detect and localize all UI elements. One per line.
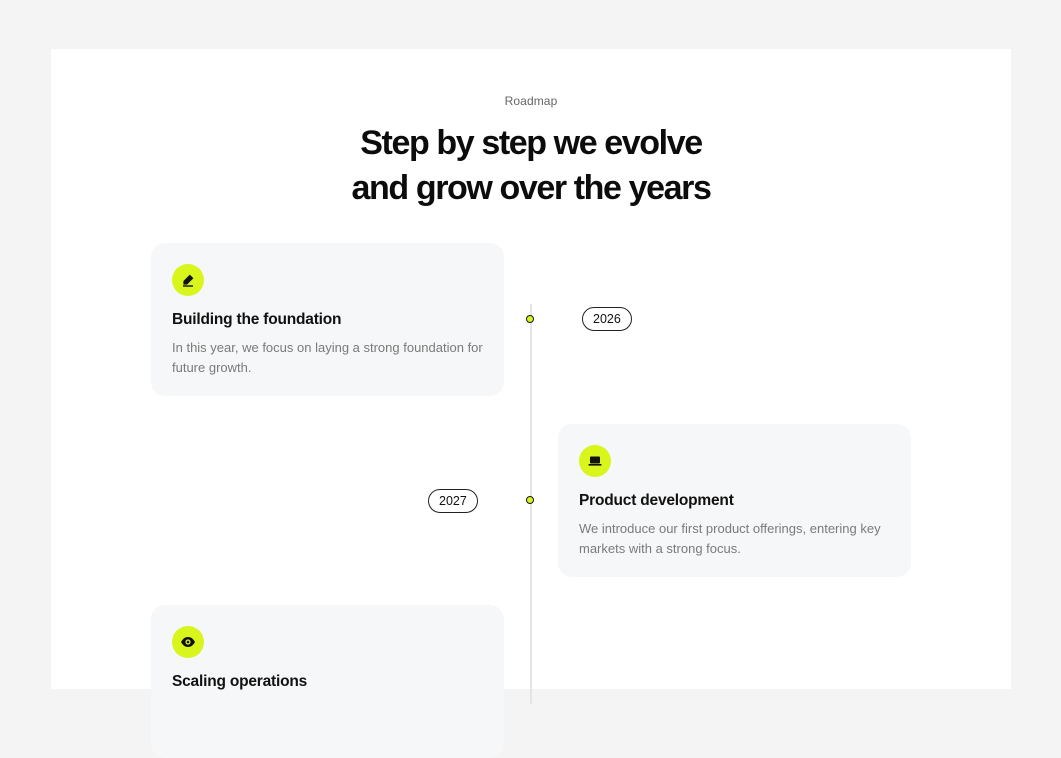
- timeline-card-foundation: Building the foundation In this year, we…: [151, 243, 504, 396]
- card-title: Building the foundation: [172, 311, 342, 328]
- card-title: Product development: [579, 492, 734, 509]
- eye-icon: [172, 626, 204, 658]
- timeline-card-product: Product development We introduce our fir…: [558, 424, 911, 577]
- timeline-card-scaling: Scaling operations: [151, 605, 504, 758]
- card-title: Scaling operations: [172, 673, 308, 690]
- roadmap-section: Roadmap Step by step we evolve and grow …: [51, 49, 1011, 758]
- section-headline: Step by step we evolve and grow over the…: [51, 121, 1011, 211]
- laptop-icon: [579, 445, 611, 477]
- timeline-line: [530, 304, 532, 704]
- year-badge-2027: 2027: [428, 489, 478, 513]
- year-badge-2026: 2026: [582, 307, 632, 331]
- section-eyebrow: Roadmap: [504, 94, 558, 108]
- headline-line-2: and grow over the years: [351, 169, 712, 207]
- timeline-dot-2026: [526, 315, 534, 323]
- pencil-icon: [172, 264, 204, 296]
- card-description: We introduce our first product offerings…: [579, 521, 881, 556]
- timeline-dot-2027: [526, 496, 534, 504]
- headline-line-1: Step by step we evolve: [360, 124, 703, 162]
- card-description: In this year, we focus on laying a stron…: [172, 340, 483, 375]
